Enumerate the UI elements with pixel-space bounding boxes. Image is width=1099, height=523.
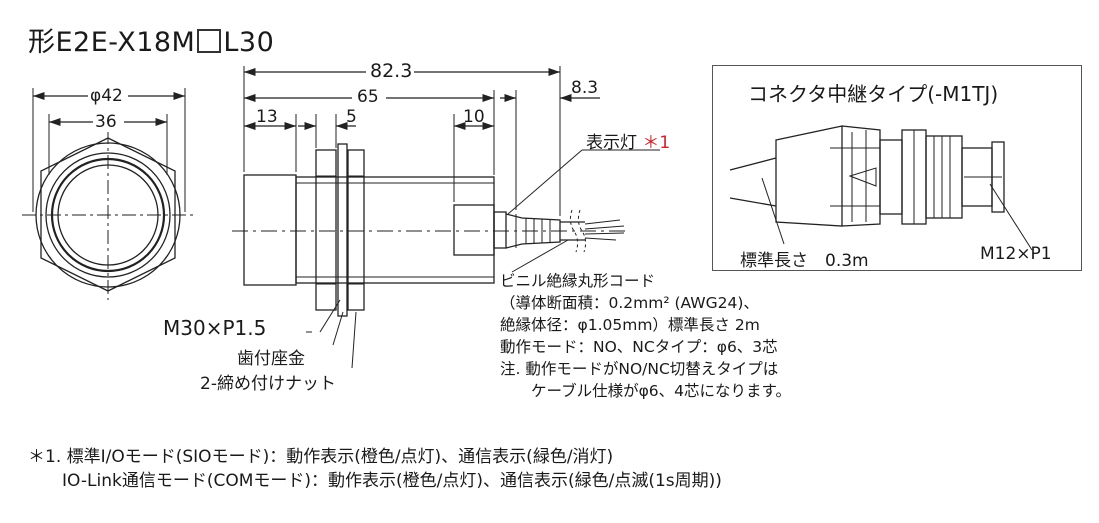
dim-body-length: 65: [357, 87, 379, 107]
cable-note-line: （導体断面積：0.2mm² (AWG24)、: [500, 294, 759, 312]
cable-note-line: 注. 動作モードがNO/NC切替えタイプは: [500, 360, 779, 378]
dim-outer-diameter: φ42: [88, 86, 125, 106]
connector-title: コネクタ中継タイプ(-M1TJ): [748, 82, 999, 106]
indicator-footnote-mark: ＊1: [642, 133, 671, 153]
rear-cap: [453, 204, 495, 256]
indicator-callout: 表示灯 ＊1: [586, 128, 670, 153]
toothed-washer: [337, 143, 348, 317]
connector-drawing: [729, 125, 1033, 251]
front-view: [22, 88, 194, 300]
dim-front-length: 13: [256, 107, 278, 127]
nut-rear: [347, 149, 365, 311]
connector-thread-label: M12×P1: [980, 244, 1052, 264]
washer-label: 歯付座金: [237, 349, 305, 369]
dim-cable-offset: 8.3: [571, 78, 599, 98]
nut-label: 2-締め付けナット: [200, 374, 336, 394]
thread-label: M30×P1.5: [163, 316, 267, 340]
dim-rear-length: 10: [463, 107, 485, 127]
page-title: 形E2E-X18M L30: [28, 20, 274, 59]
dim-nut-length: 5: [346, 107, 357, 127]
cable-note-line: ビニル絶縁丸形コード: [500, 272, 656, 290]
footnotes: ＊1. 標準I/Oモード(SIOモード)：動作表示(橙色/点灯)、通信表示(緑色…: [28, 445, 722, 493]
threaded-body: [295, 176, 495, 284]
dim-inner-width: 36: [93, 112, 119, 132]
title-placeholder-box: [197, 29, 222, 53]
dim-total-length: 82.3: [370, 60, 413, 82]
footnote-line: IO-Link通信モード(COMモード)：動作表示(橙色/点灯)、通信表示(緑色…: [28, 471, 722, 491]
connector-length-label: 標準長さ 0.3m: [740, 251, 869, 271]
side-view: [232, 66, 660, 369]
footnote-line: ＊1. 標準I/Oモード(SIOモード)：動作表示(橙色/点灯)、通信表示(緑色…: [28, 447, 614, 467]
title-prefix: 形E2E-X18M: [28, 27, 196, 58]
connector-panel: [712, 65, 1082, 271]
cable-note-line: 絶縁体径：φ1.05mm）標準長さ 2m: [500, 316, 760, 334]
cable-notes: ビニル絶縁丸形コード （導体断面積：0.2mm² (AWG24)、 絶縁体径：φ…: [500, 270, 791, 402]
indicator-label: 表示灯: [586, 133, 637, 153]
title-suffix: L30: [223, 27, 275, 58]
sensing-head: [243, 174, 297, 286]
cable-note-line: 動作モード：NO、NCタイプ：φ6、3芯: [500, 338, 778, 356]
nut-front: [315, 149, 337, 311]
cable-note-line: ケーブル仕様がφ6、4芯になります。: [500, 382, 791, 400]
